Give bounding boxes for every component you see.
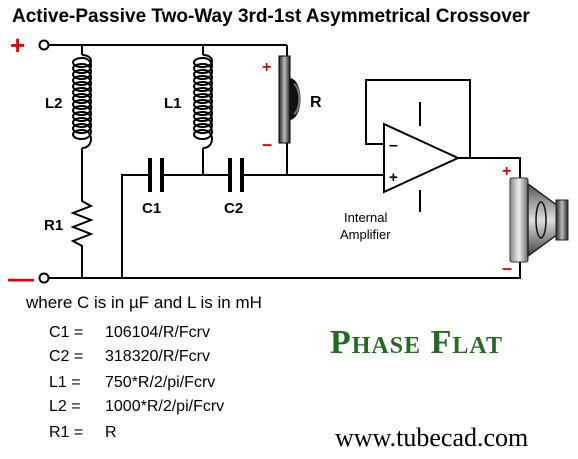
label-R1: R1	[44, 217, 63, 234]
opamp-triangle	[383, 122, 461, 194]
tweeter-plus-sign: +	[262, 59, 271, 76]
label-L1: L1	[164, 95, 182, 112]
l1-value: 750*R/2/pi/Fcrv	[105, 374, 215, 391]
phase-flat-logo: Phase Flat	[330, 324, 503, 361]
positive-terminal-sign: +	[10, 30, 25, 60]
formula-intro: where C is in µF and L is in mH	[25, 293, 262, 312]
tweeter-icon	[278, 55, 301, 144]
woofer-minus-sign: –	[502, 258, 512, 278]
amp-label-line2: Amplifier	[340, 227, 391, 242]
positive-terminal	[38, 39, 50, 51]
negative-terminal-sign: —	[8, 263, 34, 293]
inductor-L2	[72, 54, 92, 149]
amp-label-line1: Internal	[344, 210, 387, 225]
label-C1: C1	[142, 200, 161, 217]
negative-terminal	[38, 272, 50, 284]
capacitor-C2	[228, 158, 244, 192]
label-L2: L2	[45, 95, 63, 112]
tweeter-minus-sign: –	[262, 134, 272, 154]
opamp-minus-input: –	[389, 137, 398, 154]
circuit-wires	[49, 44, 521, 279]
inductor-L1	[193, 54, 213, 149]
l1-name: L1 =	[49, 374, 81, 391]
label-R: R	[310, 94, 322, 111]
woofer-plus-sign: +	[502, 163, 511, 180]
c2-value: 318320/R/Fcrv	[105, 348, 210, 365]
label-C2: C2	[224, 200, 243, 217]
r1-name: R1 =	[49, 424, 83, 441]
c1-value: 106104/R/Fcrv	[105, 324, 210, 341]
c1-name: C1 =	[49, 324, 83, 341]
l2-name: L2 =	[49, 398, 81, 415]
opamp-plus-input: +	[389, 169, 398, 186]
c2-name: C2 =	[49, 348, 83, 365]
capacitor-C1	[148, 158, 164, 192]
l2-value: 1000*R/2/pi/Fcrv	[105, 398, 224, 415]
r1-value: R	[105, 424, 117, 441]
diagram-title: Active-Passive Two-Way 3rd-1st Asymmetri…	[12, 6, 530, 27]
website-url: www.tubecad.com	[335, 423, 528, 452]
resistor-R1	[70, 195, 94, 252]
woofer-icon	[509, 177, 569, 263]
